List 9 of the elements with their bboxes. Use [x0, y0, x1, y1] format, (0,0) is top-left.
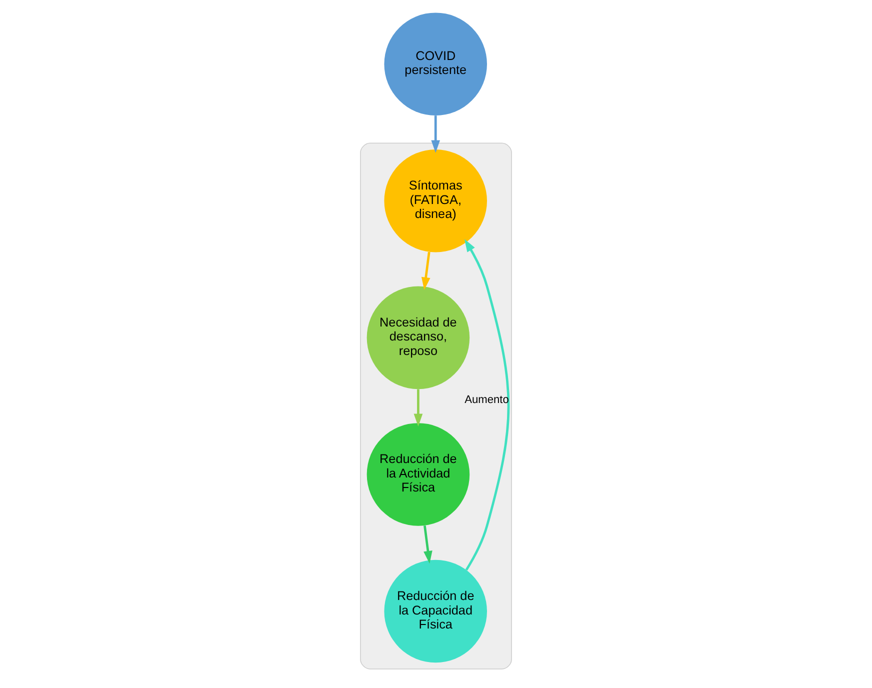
- arrow: [414, 389, 423, 426]
- node-circle: COVID persistente: [384, 12, 487, 116]
- node-circle: Necesidad de descanso, reposo: [366, 286, 470, 390]
- arrow: [421, 252, 430, 290]
- arrow: [431, 116, 440, 153]
- node-circle: Reducción de la Actividad Física: [366, 423, 470, 526]
- arrow: [424, 525, 432, 564]
- node-circle: Reducción de la Capacidad Física: [384, 560, 487, 663]
- arrow: [464, 239, 510, 571]
